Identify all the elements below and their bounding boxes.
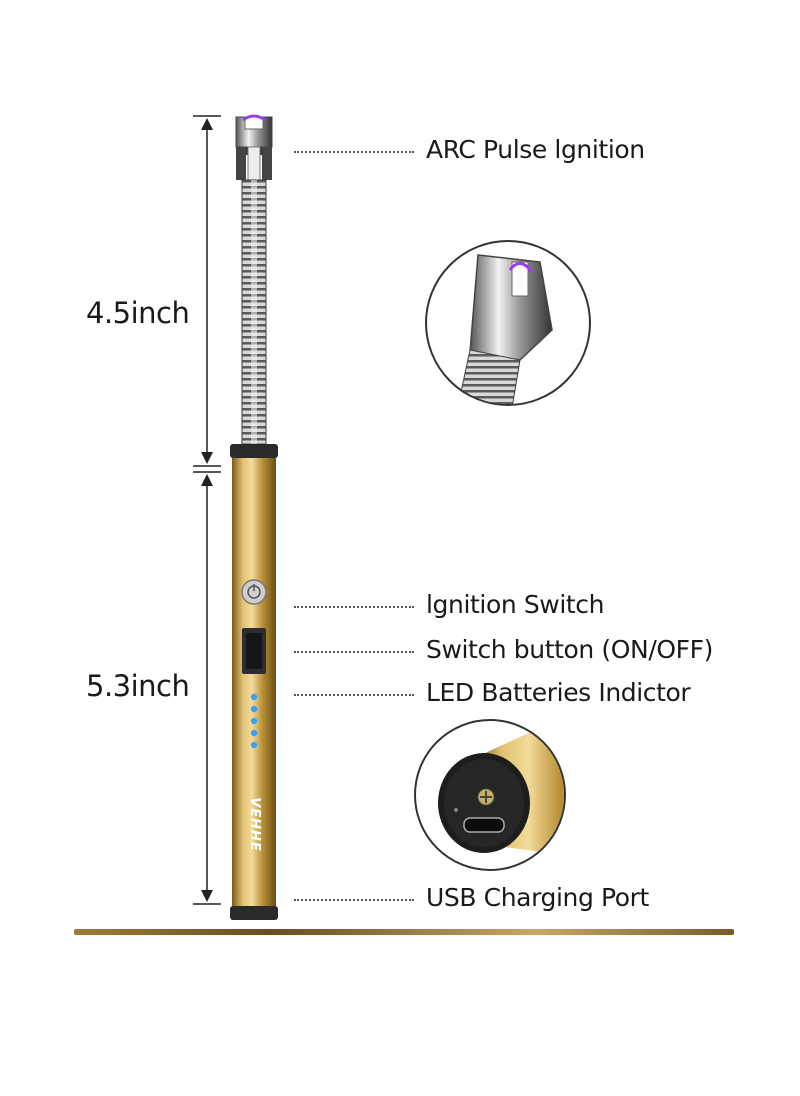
leader-switch-button bbox=[294, 651, 414, 653]
leader-usb bbox=[294, 899, 414, 901]
dimension-arrow-upper bbox=[193, 115, 221, 467]
callout-switch-button: Switch button (ON/OFF) bbox=[426, 635, 713, 664]
leader-ignition-switch bbox=[294, 606, 414, 608]
callout-ignition-switch: lgnition Switch bbox=[426, 590, 605, 619]
inset-usb-closeup bbox=[414, 719, 566, 871]
dimension-upper-label: 4.5inch bbox=[86, 296, 190, 330]
led-indicator bbox=[250, 693, 258, 749]
leader-led bbox=[294, 694, 414, 696]
ignition-switch-button bbox=[241, 579, 267, 605]
dimension-arrow-lower bbox=[193, 471, 221, 905]
callout-led: LED Batteries Indictor bbox=[426, 678, 691, 707]
callout-arc: ARC Pulse lgnition bbox=[426, 135, 645, 164]
flexible-neck bbox=[241, 179, 267, 445]
inset-head-closeup bbox=[425, 240, 591, 406]
on-off-slider bbox=[242, 628, 266, 674]
lighter-body bbox=[230, 444, 278, 920]
brand-text: VEHHE bbox=[246, 797, 262, 852]
leader-arc bbox=[294, 151, 414, 153]
shelf-surface bbox=[74, 929, 734, 935]
callout-usb: USB Charging Port bbox=[426, 883, 649, 912]
brand-logo: VEHHE bbox=[243, 795, 269, 855]
ignition-head bbox=[235, 114, 273, 181]
dimension-lower-label: 5.3inch bbox=[86, 669, 190, 703]
